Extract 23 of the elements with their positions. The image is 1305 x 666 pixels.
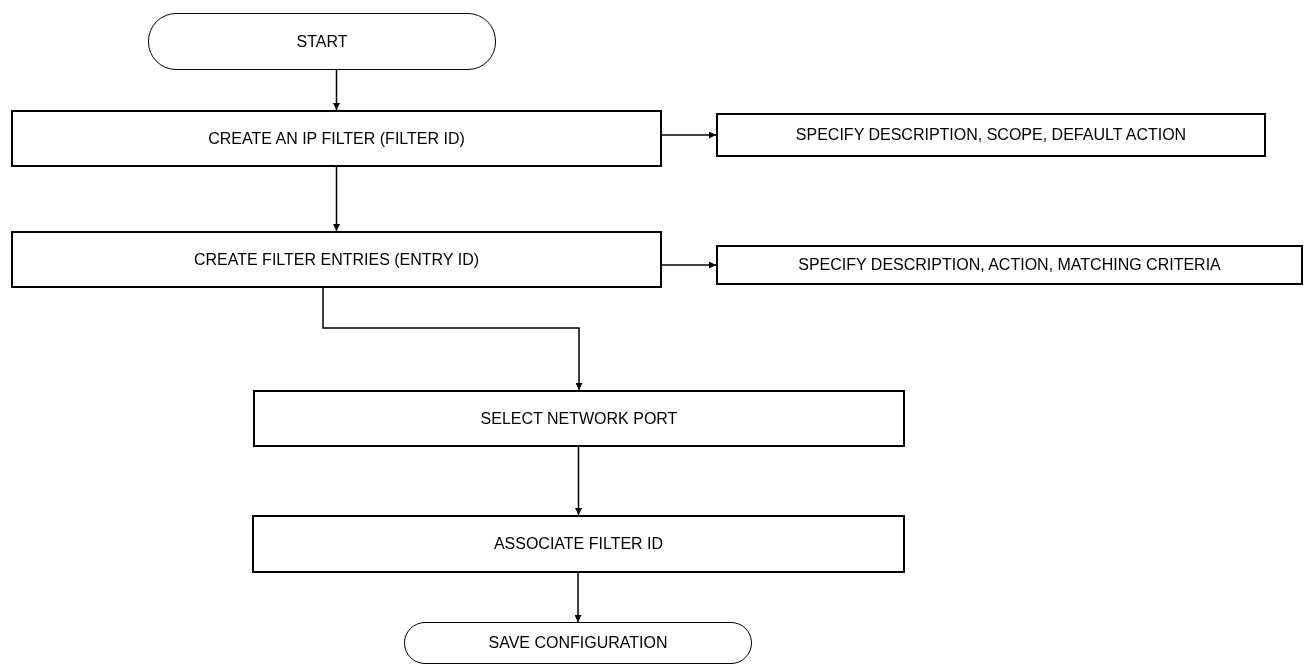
arrow [333, 69, 340, 111]
terminal-box [404, 622, 752, 664]
arrow [661, 261, 717, 269]
step-text: SPECIFY DESCRIPTION, SCOPE, DEFAULT ACTION [795, 125, 1187, 145]
arrow [575, 446, 582, 516]
process-box [252, 515, 905, 573]
step-text: SELECT NETWORK PORT [480, 408, 678, 429]
arrow [661, 131, 717, 139]
arrow [333, 166, 340, 232]
note-box [716, 245, 1303, 285]
process-box [11, 110, 662, 167]
step-text: CREATE FILTER ENTRIES (ENTRY ID) [193, 249, 480, 270]
step-text: ASSOCIATE FILTER ID [493, 534, 664, 554]
process-box [253, 390, 905, 447]
arrow [322, 287, 583, 391]
note-box [716, 113, 1266, 157]
step-text: SPECIFY DESCRIPTION, ACTION, MATCHING CRITERIA [798, 255, 1221, 275]
process-box [11, 231, 662, 288]
step-text: SAVE CONFIGURATION [488, 633, 668, 653]
step-text: START [296, 31, 348, 52]
terminal-box [148, 13, 496, 70]
arrow [574, 572, 582, 623]
step-text: CREATE AN IP FILTER (FILTER ID) [208, 128, 465, 149]
